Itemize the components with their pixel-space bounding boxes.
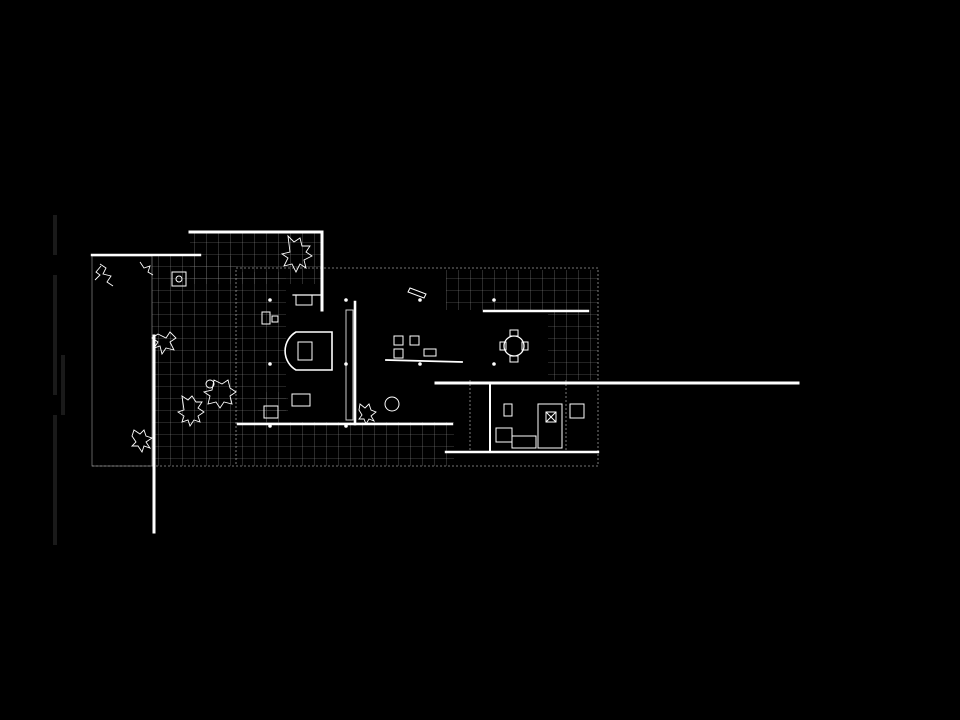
tree-icon [130, 429, 154, 454]
podium-edge-dashes [92, 267, 599, 467]
dining-table [503, 335, 525, 357]
curved-screen [284, 331, 333, 371]
stair-hatch [545, 411, 557, 423]
dining-chair-n [509, 329, 519, 337]
office-cabinet [263, 405, 279, 419]
bath-fixture [503, 403, 513, 417]
pool-basin [91, 255, 153, 467]
pool-plinth [171, 271, 187, 287]
furniture [171, 271, 585, 449]
kitchen-block [537, 403, 563, 449]
garden-chair [205, 379, 215, 389]
planting [94, 234, 377, 454]
lamp [384, 396, 400, 412]
dining-chair-s [509, 355, 519, 363]
shrub-icon [176, 395, 205, 428]
lounge-chair-b [409, 335, 420, 346]
east-court-paving [548, 310, 598, 380]
margin-caption-illegible [53, 215, 65, 545]
south-terrace-paving [236, 422, 454, 466]
dining-chair-w [499, 341, 507, 351]
office-chair-b [271, 315, 279, 323]
lounge-chair-d [423, 348, 437, 357]
tree-icon [139, 261, 154, 276]
dining-chair-e [521, 341, 529, 351]
lounge-chair-c [393, 348, 404, 359]
tree-icon [280, 234, 313, 274]
shrub-icon [358, 403, 377, 426]
service-fixture-a [511, 435, 537, 449]
kitchen-counter [495, 427, 513, 443]
stair-diagonal-b [545, 411, 557, 423]
podium-paving [91, 232, 598, 467]
shrub-icon [202, 379, 237, 409]
wall-onyx [385, 359, 463, 363]
office-paving [258, 392, 288, 422]
pool-court-paving [152, 256, 238, 466]
office-desk [295, 294, 313, 306]
office-chair-a [261, 311, 271, 325]
lounge-chair-a [393, 335, 404, 346]
shrub-icon [151, 331, 177, 356]
service-fixture-b [569, 403, 585, 419]
east-terrace-paving [446, 270, 598, 310]
pool-plinth-dot [175, 275, 183, 283]
tree-icon [94, 263, 114, 287]
columns [268, 298, 496, 428]
office-table [291, 393, 311, 407]
desk-inside-curve [297, 341, 313, 361]
sofa [407, 287, 427, 299]
